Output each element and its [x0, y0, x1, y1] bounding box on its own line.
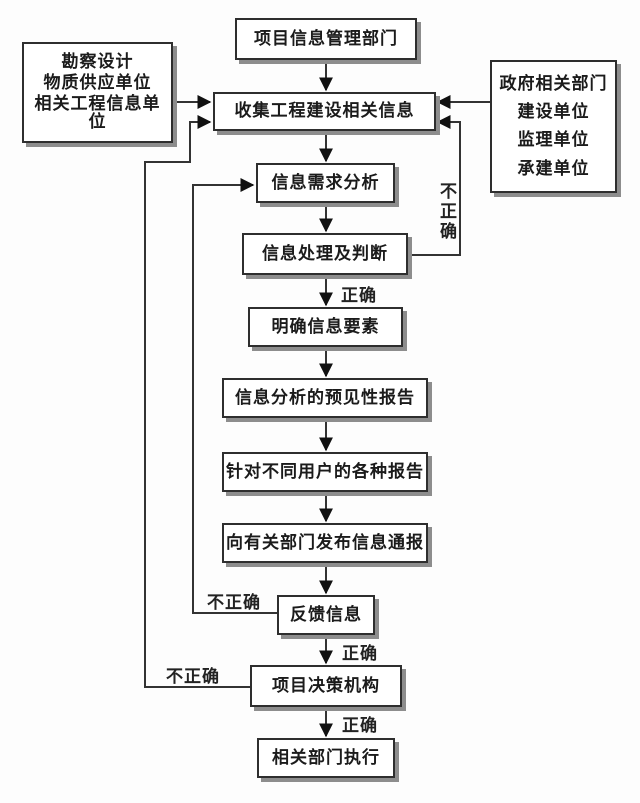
node-clarify-elements: 明确信息要素 — [248, 307, 403, 347]
node-collect-info: 收集工程建设相关信息 — [213, 92, 436, 131]
node-feedback-info: 反馈信息 — [277, 595, 375, 635]
source-left-line-3: 相关工程信息单位 — [34, 93, 161, 132]
node-notify-departments: 向有关部门发布信息通报 — [222, 523, 428, 563]
node-process-judge: 信息处理及判断 — [242, 233, 408, 275]
label-incorrect-feedback: 不正确 — [207, 593, 261, 612]
source-right-line-2: 建设单位 — [517, 102, 590, 122]
node-predictive-report: 信息分析的预见性报告 — [222, 378, 428, 418]
source-right-line-1: 政府相关部门 — [499, 73, 608, 93]
node-decision-body: 项目决策机构 — [250, 665, 402, 707]
source-left-line-2: 物质供应单位 — [43, 72, 152, 92]
source-left-line-1: 勘察设计 — [61, 52, 134, 72]
label-incorrect-decision: 不正确 — [166, 667, 220, 686]
label-correct-decision: 正确 — [342, 716, 378, 735]
label-correct-process: 正确 — [341, 286, 377, 305]
node-user-reports: 针对不同用户的各种报告 — [222, 452, 428, 492]
node-execute: 相关部门执行 — [257, 738, 395, 778]
node-info-sources-right: 政府相关部门 建设单位 监理单位 承建单位 — [490, 60, 617, 193]
node-project-info-dept: 项目信息管理部门 — [235, 18, 417, 60]
source-right-line-4: 承建单位 — [517, 158, 590, 178]
source-right-line-3: 监理单位 — [517, 130, 590, 150]
label-incorrect-process: 不正确 — [437, 182, 456, 242]
node-info-sources-left: 勘察设计 物质供应单位 相关工程信息单位 — [22, 42, 173, 143]
label-correct-feedback: 正确 — [342, 644, 378, 663]
node-demand-analysis: 信息需求分析 — [256, 163, 395, 203]
